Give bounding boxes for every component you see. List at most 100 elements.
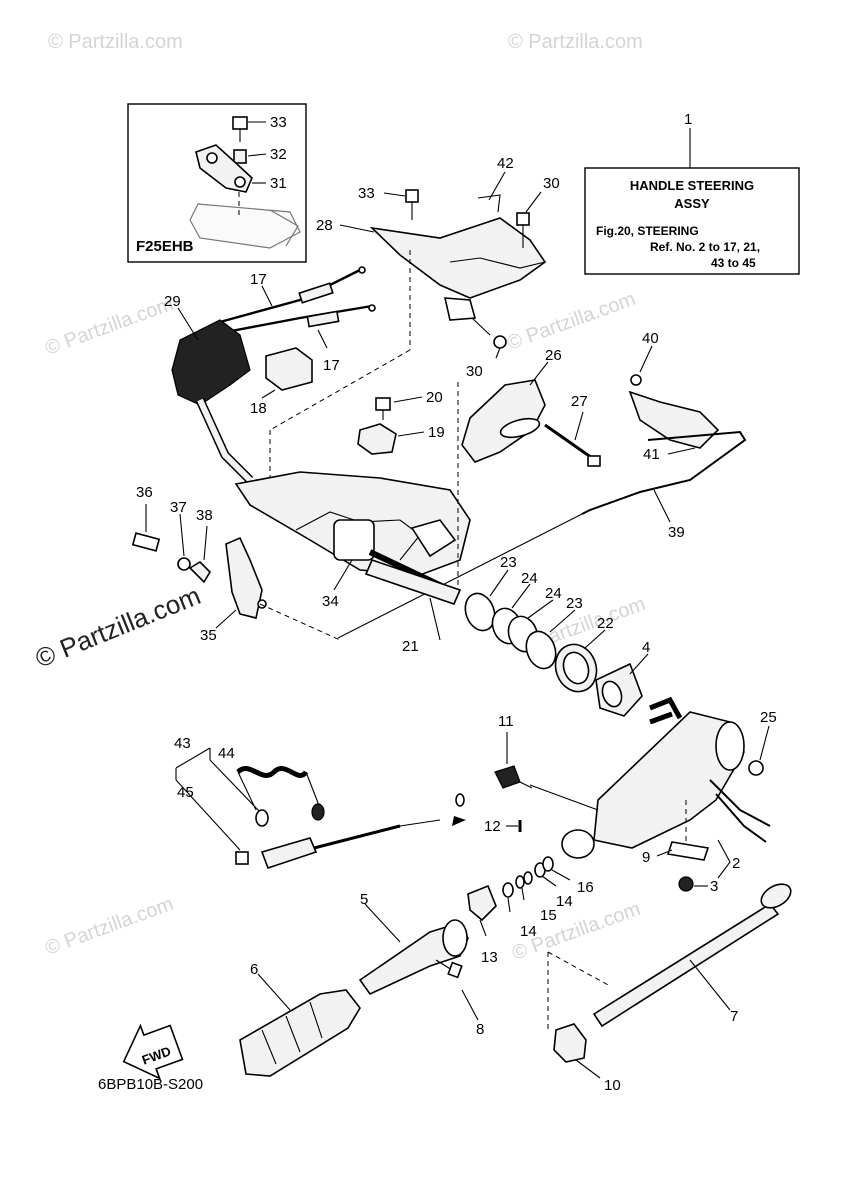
steering-housing: 25 2 bbox=[561, 696, 777, 879]
callout-26: 26 bbox=[545, 347, 562, 364]
small-parts: 9 3 11 12 13 14 15 14 16 bbox=[467, 713, 718, 966]
shift-lever-icon bbox=[628, 390, 720, 449]
seal-icon bbox=[467, 884, 497, 922]
tiller-arm: 7 10 bbox=[553, 883, 792, 1094]
steering-housing-icon bbox=[593, 711, 745, 849]
cable-holder-icon bbox=[265, 347, 313, 391]
watermark: © Partzilla.com bbox=[504, 288, 638, 355]
callout-8: 8 bbox=[476, 1021, 484, 1038]
fwd-indicator: FWD bbox=[122, 1023, 184, 1080]
washer-icon bbox=[177, 557, 191, 571]
bolt-icon bbox=[375, 397, 391, 411]
watermark: © Partzilla.com bbox=[42, 293, 176, 360]
watermark-large: © Partzilla.com bbox=[31, 580, 205, 673]
tiller-handle: 5 8 6 bbox=[239, 891, 484, 1077]
callout-22: 22 bbox=[597, 615, 614, 632]
watermark: © Partzilla.com bbox=[48, 31, 183, 53]
callout-24: 24 bbox=[545, 585, 562, 602]
callout-33: 33 bbox=[270, 114, 287, 131]
callout-38: 38 bbox=[196, 507, 213, 524]
callout-41: 41 bbox=[643, 446, 660, 463]
callout-7: 7 bbox=[730, 1008, 738, 1025]
callout-44: 44 bbox=[218, 745, 235, 762]
callout-32: 32 bbox=[270, 146, 287, 163]
shift-linkage: 40 41 39 bbox=[581, 330, 747, 541]
inset-box: 33 32 31 F25EHB bbox=[127, 103, 307, 263]
watermark: © Partzilla.com bbox=[42, 893, 176, 960]
clip-icon bbox=[235, 851, 249, 865]
callout-30: 30 bbox=[466, 363, 483, 380]
callout-11: 11 bbox=[498, 713, 514, 730]
callout-27: 27 bbox=[571, 393, 588, 410]
callout-9: 9 bbox=[642, 849, 650, 866]
watermark: © Partzilla.com bbox=[508, 31, 643, 53]
callout-37: 37 bbox=[170, 499, 187, 516]
bolt-icon bbox=[516, 212, 530, 226]
callout-24: 24 bbox=[521, 570, 538, 587]
callout-35: 35 bbox=[200, 627, 217, 644]
callout-34: 34 bbox=[322, 593, 339, 610]
callout-28: 28 bbox=[316, 217, 333, 234]
stop-switch-icon bbox=[260, 837, 318, 870]
screw-icon bbox=[447, 961, 463, 979]
callout-20: 20 bbox=[426, 389, 443, 406]
callout-42: 42 bbox=[497, 155, 514, 172]
shaft-and-rings: 21 23 24 24 23 22 4 bbox=[364, 554, 650, 717]
callout-19: 19 bbox=[428, 424, 445, 441]
callout-1: 1 bbox=[684, 111, 692, 128]
callout-17: 17 bbox=[250, 271, 267, 288]
callout-36: 36 bbox=[136, 484, 153, 501]
callout-25: 25 bbox=[760, 709, 777, 726]
callout-14: 14 bbox=[520, 923, 537, 940]
callout-10: 10 bbox=[604, 1077, 621, 1094]
callout-16: 16 bbox=[577, 879, 594, 896]
screw-icon bbox=[494, 765, 521, 789]
guide-lines bbox=[269, 250, 611, 1032]
callout-21: 21 bbox=[402, 638, 419, 655]
handle-cover-icon bbox=[369, 217, 547, 299]
callout-33: 33 bbox=[358, 185, 375, 202]
callout-23: 23 bbox=[566, 595, 583, 612]
bracket-icon bbox=[225, 536, 263, 619]
collar-icon bbox=[233, 149, 247, 164]
callout-2: 2 bbox=[732, 855, 740, 872]
shaft-icon bbox=[364, 559, 462, 605]
info-ref-line2: 43 to 45 bbox=[711, 256, 756, 270]
throttle-grip-icon bbox=[239, 989, 361, 1077]
lanyard-coil-icon bbox=[236, 766, 309, 778]
callout-29: 29 bbox=[164, 293, 181, 310]
callout-39: 39 bbox=[668, 524, 685, 541]
callout-15: 15 bbox=[540, 907, 557, 924]
diagram-code: 6BPB10B-S200 bbox=[98, 1076, 203, 1093]
stop-switch-assembly: 43 44 45 bbox=[174, 735, 466, 870]
cover-plate: 26 27 bbox=[461, 347, 601, 467]
bolt-icon bbox=[232, 116, 248, 130]
info-title-line1: HANDLE STEERING bbox=[630, 178, 754, 193]
callout-6: 6 bbox=[250, 961, 258, 978]
steering-bracket: 20 19 34 bbox=[234, 389, 471, 610]
top-cover-assembly: 28 33 30 42 30 bbox=[316, 155, 560, 380]
callout-18: 18 bbox=[250, 400, 267, 417]
bolt-icon bbox=[493, 335, 507, 349]
callout-12: 12 bbox=[484, 818, 501, 835]
clamp-icon bbox=[357, 423, 397, 455]
callout-40: 40 bbox=[642, 330, 659, 347]
callout-5: 5 bbox=[360, 891, 368, 908]
info-fig-line: Fig.20, STEERING bbox=[596, 224, 699, 238]
callout-17: 17 bbox=[323, 357, 340, 374]
callout-45: 45 bbox=[177, 784, 194, 801]
bolt-icon bbox=[131, 532, 161, 552]
bushing-icon bbox=[748, 760, 764, 776]
callout-23: 23 bbox=[500, 554, 517, 571]
plate-icon bbox=[666, 841, 710, 861]
cable-assembly: 17 17 29 18 bbox=[164, 266, 376, 484]
info-title-line2: ASSY bbox=[674, 196, 710, 211]
tiller-arm-icon bbox=[592, 902, 780, 1028]
o-ring-icon bbox=[464, 592, 496, 632]
o-ring-icon bbox=[525, 630, 557, 670]
callout-43: 43 bbox=[174, 735, 191, 752]
bolt-icon bbox=[405, 189, 419, 203]
callout-3: 3 bbox=[710, 878, 718, 895]
left-side-parts: 36 37 38 35 bbox=[131, 484, 341, 644]
